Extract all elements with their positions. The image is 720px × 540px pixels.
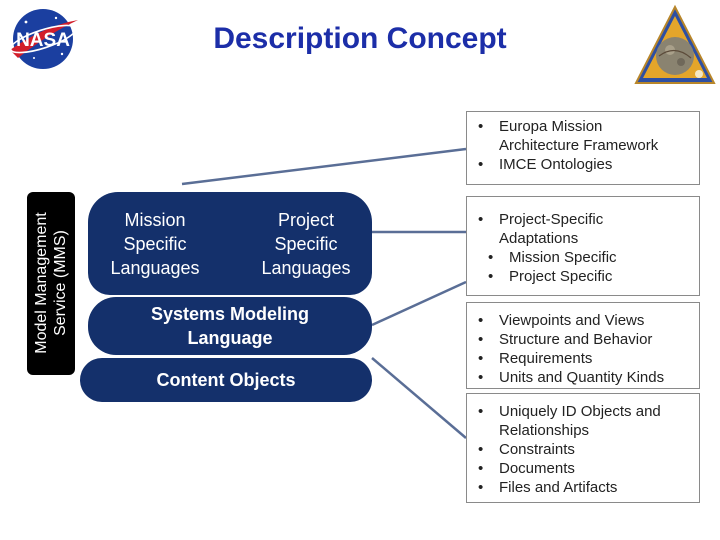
list-item: Requirements bbox=[473, 349, 695, 368]
list-item: Files and Artifacts bbox=[473, 478, 695, 497]
mms-label: Model Management Service (MMS) bbox=[33, 212, 69, 354]
viewpoints-box: Viewpoints and Views Structure and Behav… bbox=[466, 302, 700, 389]
list-item: Units and Quantity Kinds bbox=[473, 368, 695, 387]
nasa-logo-icon: NASA bbox=[9, 9, 78, 69]
list-item: Documents bbox=[473, 459, 695, 478]
nasa-logo-text: NASA bbox=[16, 30, 70, 51]
mms-label-box bbox=[27, 192, 75, 375]
list-item: IMCE Ontologies bbox=[473, 155, 695, 174]
europa-mission-patch-icon bbox=[634, 4, 716, 84]
list-item: Constraints bbox=[473, 440, 695, 459]
europa-framework-box: Europa Mission Architecture Framework IM… bbox=[466, 111, 700, 185]
connector-line-europa bbox=[181, 147, 467, 186]
list-item: Project-Specific Adaptations bbox=[473, 210, 695, 248]
list-item: Uniquely ID Objects and Relationships bbox=[473, 402, 695, 440]
list-subitem: Mission Specific bbox=[473, 248, 695, 267]
content-objects-block: Content Objects bbox=[80, 358, 372, 402]
list-item: Structure and Behavior bbox=[473, 330, 695, 349]
list-subitem: Project Specific bbox=[473, 267, 695, 286]
connector-line-views bbox=[371, 280, 467, 327]
list-item: Europa Mission Architecture Framework bbox=[473, 117, 695, 155]
connector-line-objects bbox=[371, 357, 467, 439]
specific-languages-block bbox=[88, 192, 372, 295]
page-title: Description Concept bbox=[213, 22, 507, 55]
list-item: Viewpoints and Views bbox=[473, 311, 695, 330]
systems-modeling-language-block: Systems Modeling Language bbox=[88, 297, 372, 355]
project-specific-languages: Project Specific Languages bbox=[261, 210, 351, 278]
mission-specific-languages: Mission Specific Languages bbox=[110, 210, 200, 278]
content-objects-details-box: Uniquely ID Objects and Relationships Co… bbox=[466, 393, 700, 503]
project-adaptations-box: Project-Specific Adaptations Mission Spe… bbox=[466, 196, 700, 296]
